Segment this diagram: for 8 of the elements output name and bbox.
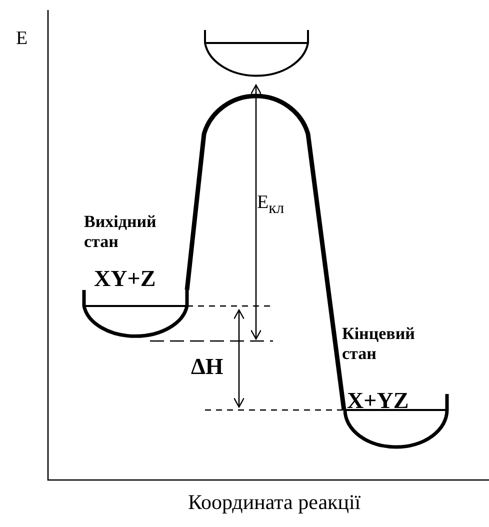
state-label: Кінцевий стан [342, 324, 416, 364]
energy-label: E$_{кл}$ [257, 192, 284, 218]
axis-label: E [16, 28, 28, 50]
state-label: Вихідний стан [84, 212, 158, 252]
formula-label: X+YZ [347, 388, 409, 414]
axis-label: Координата реакції [188, 490, 361, 514]
enthalpy-label: ΔH [191, 354, 224, 380]
formula-label: XY+Z [94, 266, 156, 292]
